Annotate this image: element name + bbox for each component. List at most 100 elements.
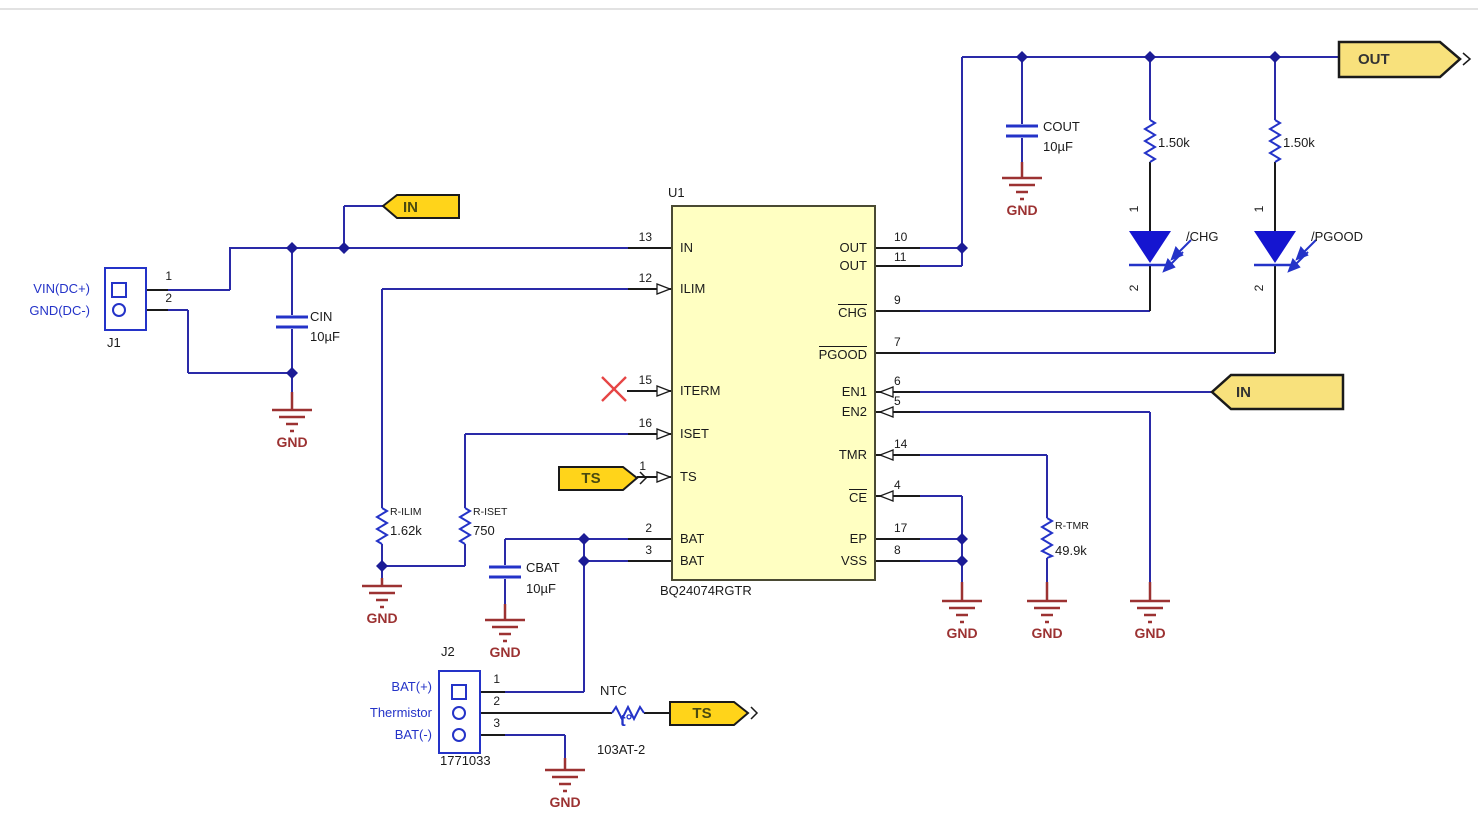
pin-name: ILIM [680, 281, 706, 296]
component-ref: NTC [600, 683, 627, 698]
pin-number: 14 [894, 437, 908, 451]
pin-number: 7 [894, 335, 901, 349]
ic-part-number: BQ24074RGTR [660, 583, 752, 598]
ic-body[interactable] [671, 205, 876, 581]
connector-j1[interactable] [104, 267, 147, 331]
gnd-label: GND [1134, 625, 1166, 641]
component-value: 49.9k [1055, 543, 1087, 558]
component-value: 1.50k [1283, 135, 1315, 150]
pin-name: VSS [840, 553, 867, 568]
resistor-r-iset [458, 507, 472, 545]
pin-name: TMR [838, 447, 867, 462]
pin-name: EP [849, 531, 867, 546]
component-ref: CBAT [526, 560, 560, 575]
pin-number: 2 [645, 521, 652, 535]
pin-number: 3 [645, 543, 652, 557]
connector-part-number: 1771033 [440, 753, 491, 768]
gnd-label: GND [946, 625, 978, 641]
connector-pin-label: BAT(-) [394, 727, 432, 742]
pin-name: CHG [838, 304, 867, 320]
component-value: 10µF [1043, 139, 1073, 154]
pin-number: 4 [894, 478, 901, 492]
resistor-r-ilim [375, 507, 389, 545]
pin-name: OUT [839, 240, 867, 255]
connector-pin-number: 2 [165, 291, 172, 305]
thermistor-ntc [611, 704, 645, 722]
led-emission-arrows-icon [1287, 239, 1317, 273]
connector-designator: J1 [107, 335, 121, 350]
ic-designator: U1 [668, 185, 685, 200]
flag-ts-bottom[interactable] [669, 701, 750, 726]
flag-label: IN [1236, 384, 1251, 401]
led-pgood[interactable] [1254, 231, 1317, 273]
gnd-label: GND [1031, 625, 1063, 641]
gnd-symbol-icon [545, 758, 585, 793]
flag-in-top[interactable] [381, 194, 460, 219]
capacitor-cbat[interactable] [489, 565, 521, 579]
pin-number: 16 [638, 416, 652, 430]
pin-name: PGOOD [818, 346, 867, 362]
pin-name: BAT [680, 531, 705, 546]
led-label: /PGOOD [1311, 229, 1364, 244]
gnd-symbol-icon [942, 582, 982, 624]
capacitor-cout[interactable] [1006, 124, 1038, 138]
component-ref: CIN [310, 309, 333, 324]
resistors[interactable] [375, 119, 1282, 722]
pin-number: 12 [638, 271, 652, 285]
flag-label: TS [581, 470, 601, 487]
gnd-symbols [272, 162, 1170, 793]
no-connect-x-icon[interactable] [601, 376, 627, 402]
component-value: 1.50k [1158, 135, 1190, 150]
resistor-r-pgood [1268, 119, 1282, 163]
led-pin-number: 2 [1127, 284, 1141, 292]
pin-number: 1 [639, 459, 646, 473]
gnd-label: GND [489, 644, 521, 660]
pin-name: EN1 [841, 384, 867, 399]
pin-number: 9 [894, 293, 901, 307]
flag-label: OUT [1358, 51, 1390, 68]
gnd-label: GND [549, 794, 581, 810]
led-chg[interactable] [1129, 231, 1192, 273]
pin-name: EN2 [841, 404, 867, 419]
gnd-label: GND [276, 434, 308, 450]
pin-name: CE [848, 489, 867, 505]
flag-in-right[interactable] [1210, 373, 1345, 411]
component-ref: R-ILIM [390, 506, 422, 518]
component-ref: COUT [1043, 119, 1080, 134]
connector-pin-label: VIN(DC+) [33, 281, 90, 296]
pin-number: 13 [638, 230, 652, 244]
gnd-label: GND [1006, 202, 1038, 218]
connector-pin-number: 3 [493, 716, 500, 730]
connector-j2[interactable] [438, 670, 481, 754]
gnd-label: GND [366, 610, 398, 626]
gnd-symbol-icon [1130, 582, 1170, 624]
gnd-symbol-icon [362, 578, 402, 609]
pin-number: 10 [894, 230, 908, 244]
pin-name: ITERM [680, 383, 721, 398]
junction-dots [286, 51, 1281, 572]
led-label: /CHG [1186, 229, 1219, 244]
pin-name: OUT [839, 258, 867, 273]
gnd-symbol-icon [1027, 582, 1067, 624]
pin-number: 8 [894, 543, 901, 557]
connector-pin-number: 2 [493, 694, 500, 708]
component-value: 1.62k [390, 523, 422, 538]
pin-number: 11 [894, 250, 907, 264]
pin-direction-arrows [656, 283, 894, 502]
net-flags [381, 40, 1472, 726]
pin-number: 6 [894, 374, 901, 388]
gnd-symbol-icon [485, 604, 525, 643]
pin-number: 15 [638, 373, 652, 387]
gnd-symbol-icon [272, 392, 312, 433]
capacitor-cin[interactable] [276, 315, 308, 329]
led-pin-number: 1 [1252, 205, 1266, 213]
led-pin-number: 1 [1127, 205, 1141, 213]
resistor-r-chg [1143, 119, 1157, 163]
flag-label: TS [692, 705, 712, 722]
connector-pin-label: Thermistor [369, 705, 432, 720]
flag-ts-pin[interactable] [558, 466, 639, 491]
flag-out[interactable] [1337, 40, 1462, 79]
pin-name: TS [680, 469, 697, 484]
